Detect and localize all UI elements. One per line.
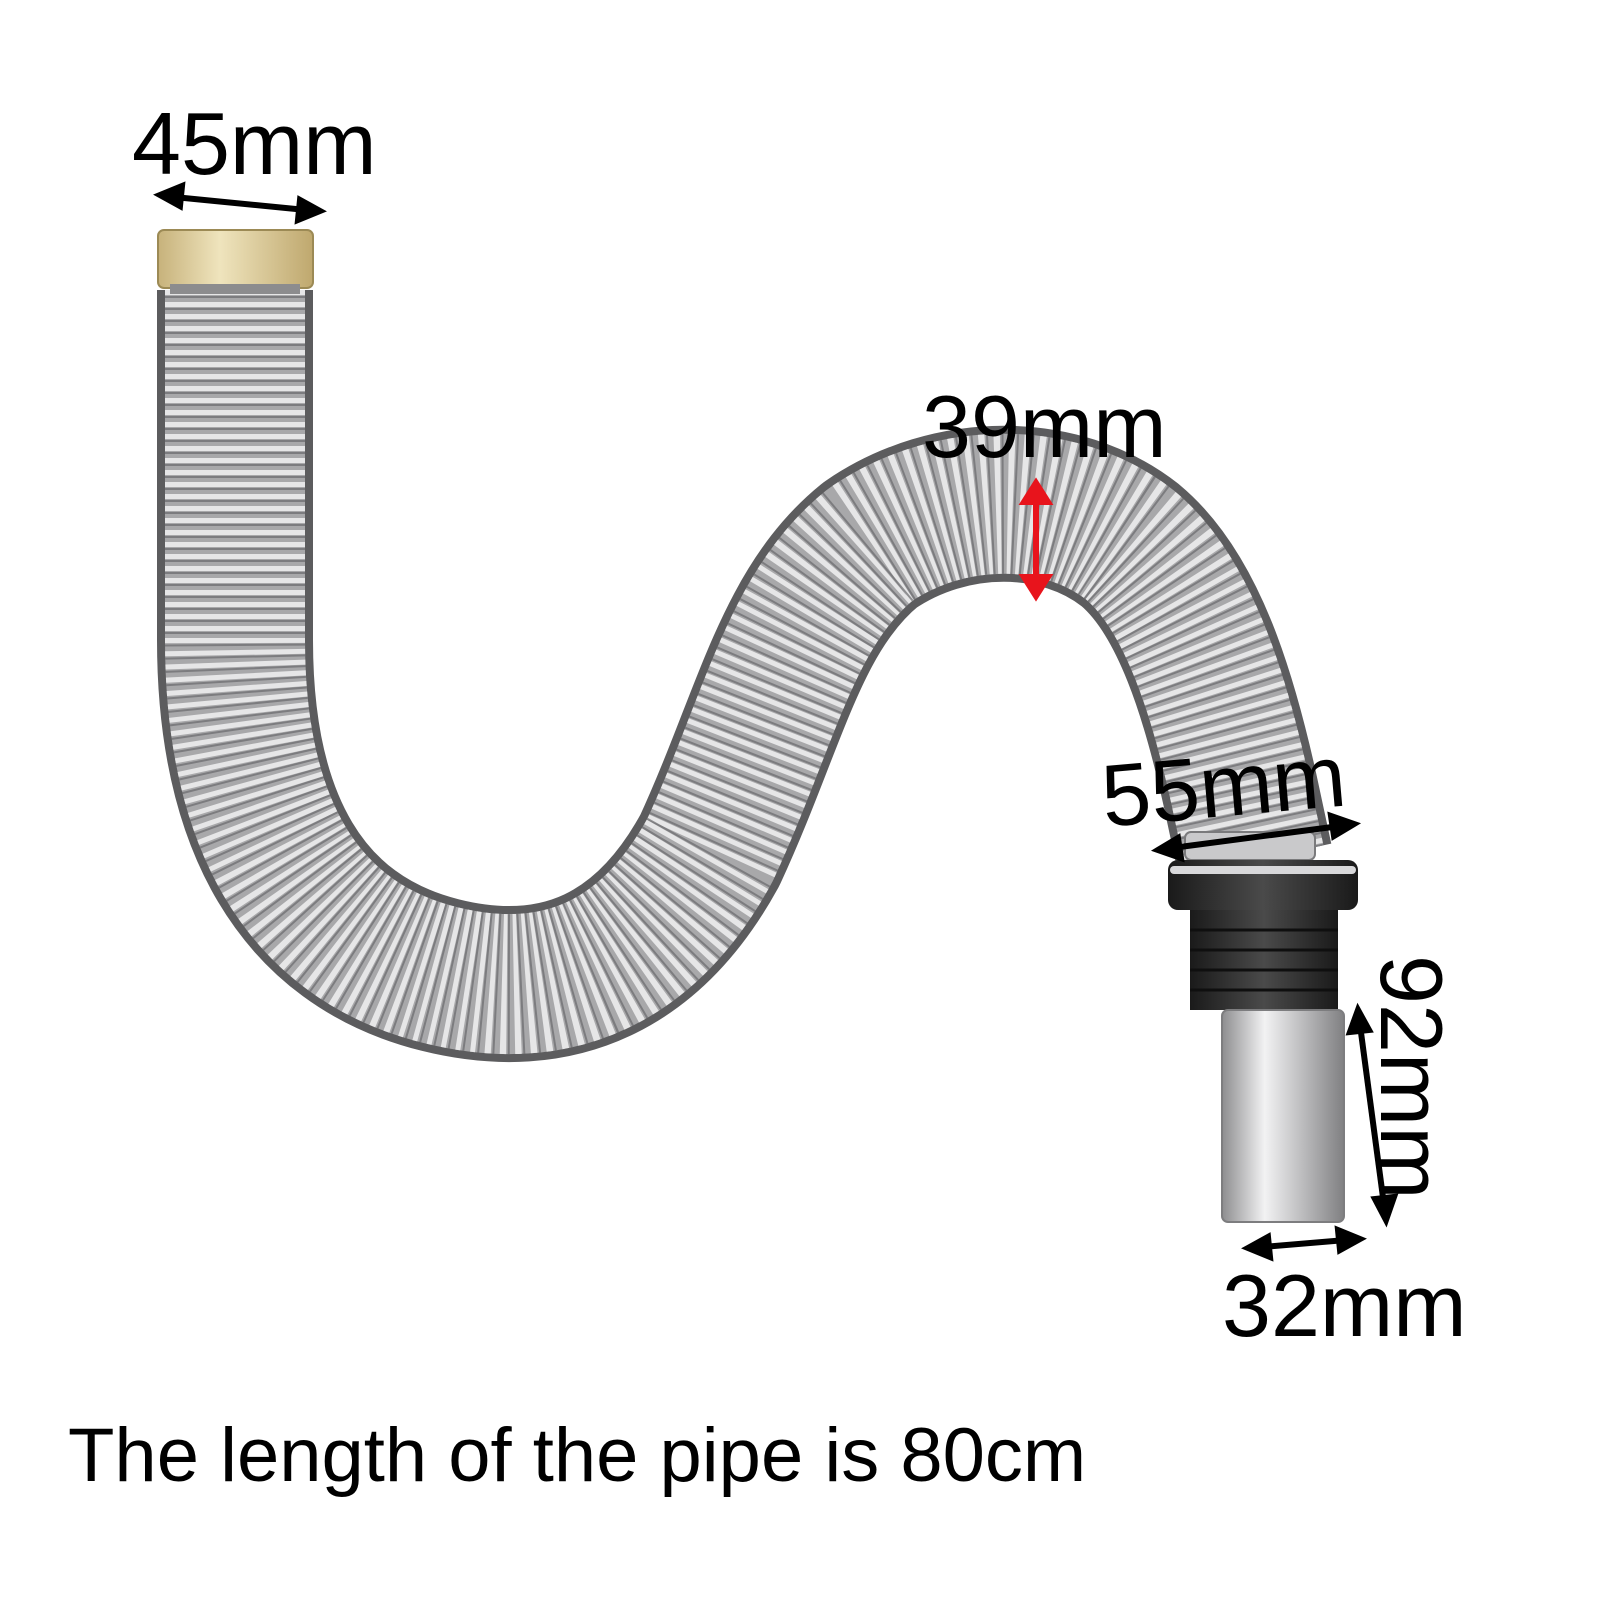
arrow-39mm — [1018, 477, 1054, 602]
arrow-45mm — [153, 181, 327, 225]
dimension-label-tail-length: 92mm — [1362, 955, 1461, 1200]
arrow-92mm — [1345, 1002, 1399, 1228]
dimension-label-hose-diameter: 39mm — [922, 377, 1167, 476]
dimension-label-nut-width: 45mm — [132, 94, 377, 193]
dimension-label-flange-width: 55mm — [1097, 725, 1350, 846]
arrow-55mm — [1150, 811, 1362, 863]
caption-text: The length of the pipe is 80cm — [68, 1413, 1087, 1498]
brass-nut — [157, 229, 314, 294]
corrugated-hose — [157, 290, 1332, 1063]
dimension-label-tail-diameter: 32mm — [1222, 1256, 1467, 1355]
arrow-32mm — [1241, 1225, 1367, 1262]
outlet-fitting — [1168, 831, 1358, 1223]
